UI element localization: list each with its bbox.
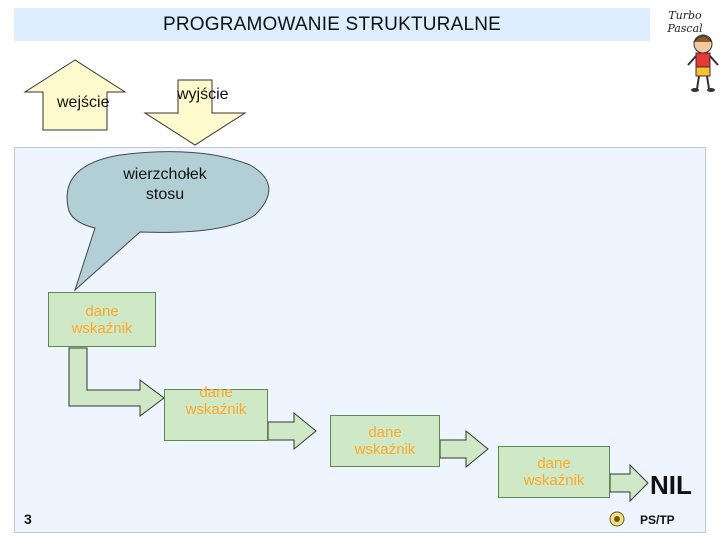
list-node: dane wskaźnik xyxy=(498,446,610,498)
node-data-label: dane xyxy=(199,384,233,401)
connector-arrow-2 xyxy=(267,411,317,451)
node-data-label: dane xyxy=(537,455,571,472)
nil-terminator: NIL xyxy=(650,470,692,500)
callout-line-1: wierzchołek xyxy=(123,166,207,183)
footer-label: PS/TP xyxy=(640,513,675,527)
title-bar: PROGRAMOWANIE STRUKTURALNE xyxy=(14,8,650,41)
list-node: dane wskaźnik xyxy=(330,415,440,467)
node-pointer-label: wskaźnik xyxy=(354,441,416,458)
input-arrow xyxy=(23,59,127,131)
list-node: dane wskaźnik xyxy=(164,384,268,441)
node-pointer-label: wskaźnik xyxy=(185,401,247,418)
page-number: 3 xyxy=(24,511,32,527)
output-label: wyjście xyxy=(177,86,229,103)
node-pointer-label: wskaźnik xyxy=(71,319,133,337)
node-pointer-label: wskaźnik xyxy=(523,472,585,489)
input-label: wejście xyxy=(57,94,110,111)
brand-logo: Turbo Pascal xyxy=(667,9,703,35)
callout-text: wierzchołek stosu xyxy=(100,165,230,205)
list-node: dane wskaźnik xyxy=(48,292,156,347)
output-arrow xyxy=(143,79,247,146)
node-data-label: dane xyxy=(368,424,402,441)
home-icon[interactable] xyxy=(609,511,625,527)
connector-arrow-3 xyxy=(439,429,489,469)
node-data-label: dane xyxy=(85,302,119,320)
mascot-icon xyxy=(687,34,719,92)
connector-arrow-4 xyxy=(609,463,649,503)
stack-top-callout xyxy=(66,151,270,292)
connector-arrow-1 xyxy=(68,347,165,417)
callout-line-2: stosu xyxy=(145,186,185,203)
slide-title: PROGRAMOWANIE STRUKTURALNE xyxy=(162,13,502,35)
